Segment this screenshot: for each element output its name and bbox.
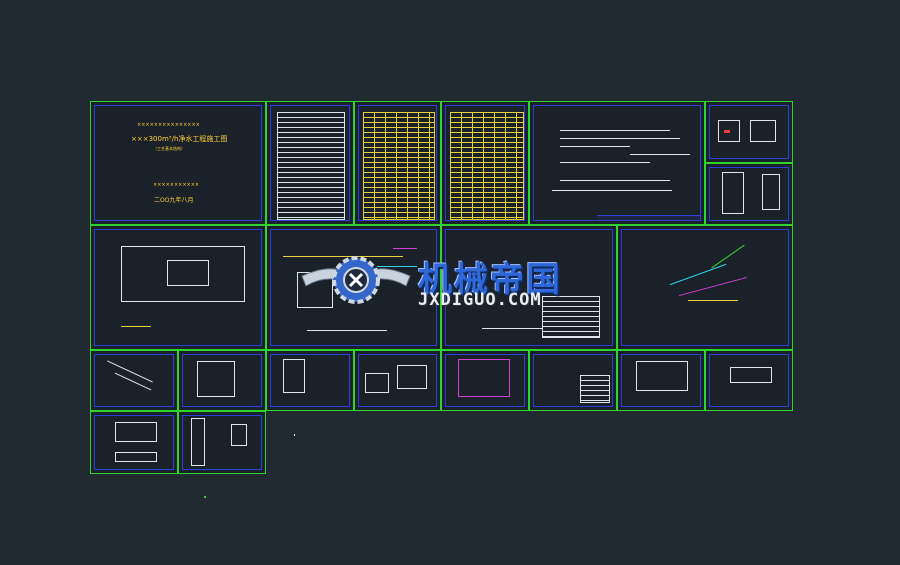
caption-line: [482, 328, 542, 329]
notes-text-line: [560, 180, 670, 181]
sheet-border: [94, 354, 174, 407]
sheet-r3-5[interactable]: [441, 350, 529, 411]
sheet-border: [533, 105, 701, 221]
sheet-drawing-index[interactable]: [266, 101, 354, 225]
notes-text-line: [560, 130, 670, 131]
cover-line-4: ×××××××××××: [153, 182, 200, 188]
pipe-run: [688, 300, 738, 301]
notes-text-line: [560, 162, 650, 163]
sheet-border: [445, 105, 525, 221]
notes-text-line: [560, 138, 680, 139]
sheet-r4-1[interactable]: [90, 411, 178, 474]
sheet-border: [709, 167, 789, 221]
legend-table: [542, 296, 600, 338]
sheet-border: [182, 354, 262, 407]
sheet-border: [182, 415, 262, 470]
elevation-outline: [115, 422, 157, 442]
sheet-r4-2[interactable]: [178, 411, 266, 474]
gear-wings-icon: [301, 256, 411, 304]
sheet-equipment-list-1[interactable]: [354, 101, 441, 225]
sheet-r3-8[interactable]: [705, 350, 793, 411]
sheet-border: [270, 105, 350, 221]
cover-date: 二OO九年八月: [154, 197, 194, 204]
flow-pipe: [283, 256, 403, 257]
sheet-border: [621, 229, 789, 346]
sheet-r3-4[interactable]: [354, 350, 441, 411]
title-block: [596, 215, 701, 221]
flow-pipe: [393, 248, 417, 249]
notes-text-line: [560, 146, 630, 147]
plan-outline: [191, 418, 205, 466]
plan-outline: [458, 359, 510, 397]
elevation-outline: [115, 452, 157, 462]
sheet-border: [94, 415, 174, 470]
watermark-brand-cn: 机械帝国: [418, 260, 562, 300]
sheet-r3-1[interactable]: [90, 350, 178, 411]
equipment-table: [363, 112, 435, 220]
sheet-border: [270, 229, 437, 346]
sheet-pipe-axonometric[interactable]: [617, 225, 793, 350]
plan-outline: [197, 361, 235, 397]
detail-outline: [762, 174, 780, 210]
plan-outline: [636, 361, 688, 391]
stray-point: [294, 434, 295, 436]
stray-point: [204, 496, 206, 498]
sheet-border: [709, 105, 789, 159]
sheet-cover[interactable]: ××××××××××××××× ×××300m³/h净水工程施工图 （工艺基本结…: [90, 101, 266, 225]
section-outline: [397, 365, 427, 389]
detail-outline: [231, 424, 247, 446]
index-table: [277, 112, 345, 220]
flow-pipe: [377, 266, 417, 267]
section-outline: [730, 367, 772, 383]
sheet-border: [358, 354, 437, 407]
sheet-r3-2[interactable]: [178, 350, 266, 411]
sheet-elevation-table[interactable]: [441, 225, 617, 350]
sheet-border: [621, 354, 701, 407]
sheet-border: [709, 354, 789, 407]
cover-line-1: ×××××××××××××××: [137, 122, 200, 128]
sheet-border: [94, 229, 262, 346]
plan-outline: [283, 359, 305, 393]
plant-outline: [121, 246, 245, 302]
tank-outline: [167, 260, 209, 286]
notes-text-line: [630, 154, 690, 155]
flow-caption: [307, 330, 387, 331]
sheet-border: [533, 354, 613, 407]
watermark-logo: 机械帝国 JXDIGUO.COM: [300, 246, 600, 314]
sheet-site-plan[interactable]: [90, 225, 266, 350]
detail-outline: [722, 172, 744, 214]
site-label: [121, 326, 151, 327]
sheet-border: [445, 354, 525, 407]
cover-project-title: ×××300m³/h净水工程施工图: [131, 135, 228, 143]
sheet-border: [270, 354, 350, 407]
detail-outline: [718, 120, 740, 142]
equipment-table: [450, 112, 524, 220]
sheet-r3-7[interactable]: [617, 350, 705, 411]
sheet-border: [445, 229, 613, 346]
sheet-border: [358, 105, 437, 221]
sheet-detail-b[interactable]: [705, 163, 793, 225]
detail-outline: [750, 120, 776, 142]
notes-text-line: [552, 190, 672, 191]
detail-mark: [724, 130, 730, 133]
sheet-design-notes[interactable]: [529, 101, 705, 225]
sheet-equipment-list-2[interactable]: [441, 101, 529, 225]
sheet-border: [94, 105, 262, 221]
section-outline: [365, 373, 389, 393]
sheet-detail-a[interactable]: [705, 101, 793, 163]
sheet-r3-6[interactable]: [529, 350, 617, 411]
cover-subtitle: （工艺基本结构）: [153, 146, 185, 151]
schedule-table: [580, 375, 610, 403]
sheet-r3-3[interactable]: [266, 350, 354, 411]
watermark-brand-en: JXDIGUO.COM: [418, 290, 542, 310]
